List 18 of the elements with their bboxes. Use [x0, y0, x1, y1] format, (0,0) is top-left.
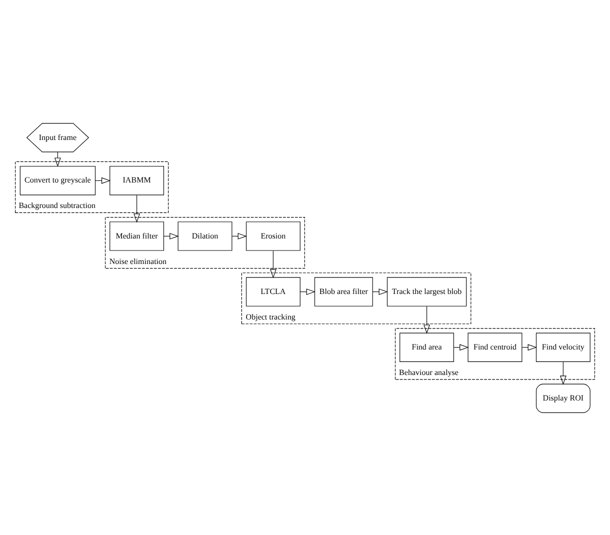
arrow: [270, 250, 276, 278]
arrow: [424, 306, 430, 334]
node-box: Blob area filter: [314, 276, 373, 306]
arrow: [300, 288, 316, 294]
node-box: Find area: [400, 332, 454, 362]
node-box: Median filter: [110, 221, 164, 250]
arrow: [560, 361, 566, 384]
arrow: [134, 194, 140, 222]
node-box: Display ROI: [536, 383, 590, 412]
node-box: Dilation: [178, 221, 232, 250]
node-box: Find velocity: [536, 332, 590, 362]
node-box: IABMM: [110, 165, 164, 195]
node-box: Erosion: [246, 221, 300, 250]
node-box: Convert to greyscale: [20, 165, 96, 195]
node-box: Track the largest blob: [386, 276, 467, 306]
node-box: LTCLA: [246, 276, 300, 306]
node-box: Find centroid: [468, 332, 522, 362]
arrow: [232, 232, 247, 239]
